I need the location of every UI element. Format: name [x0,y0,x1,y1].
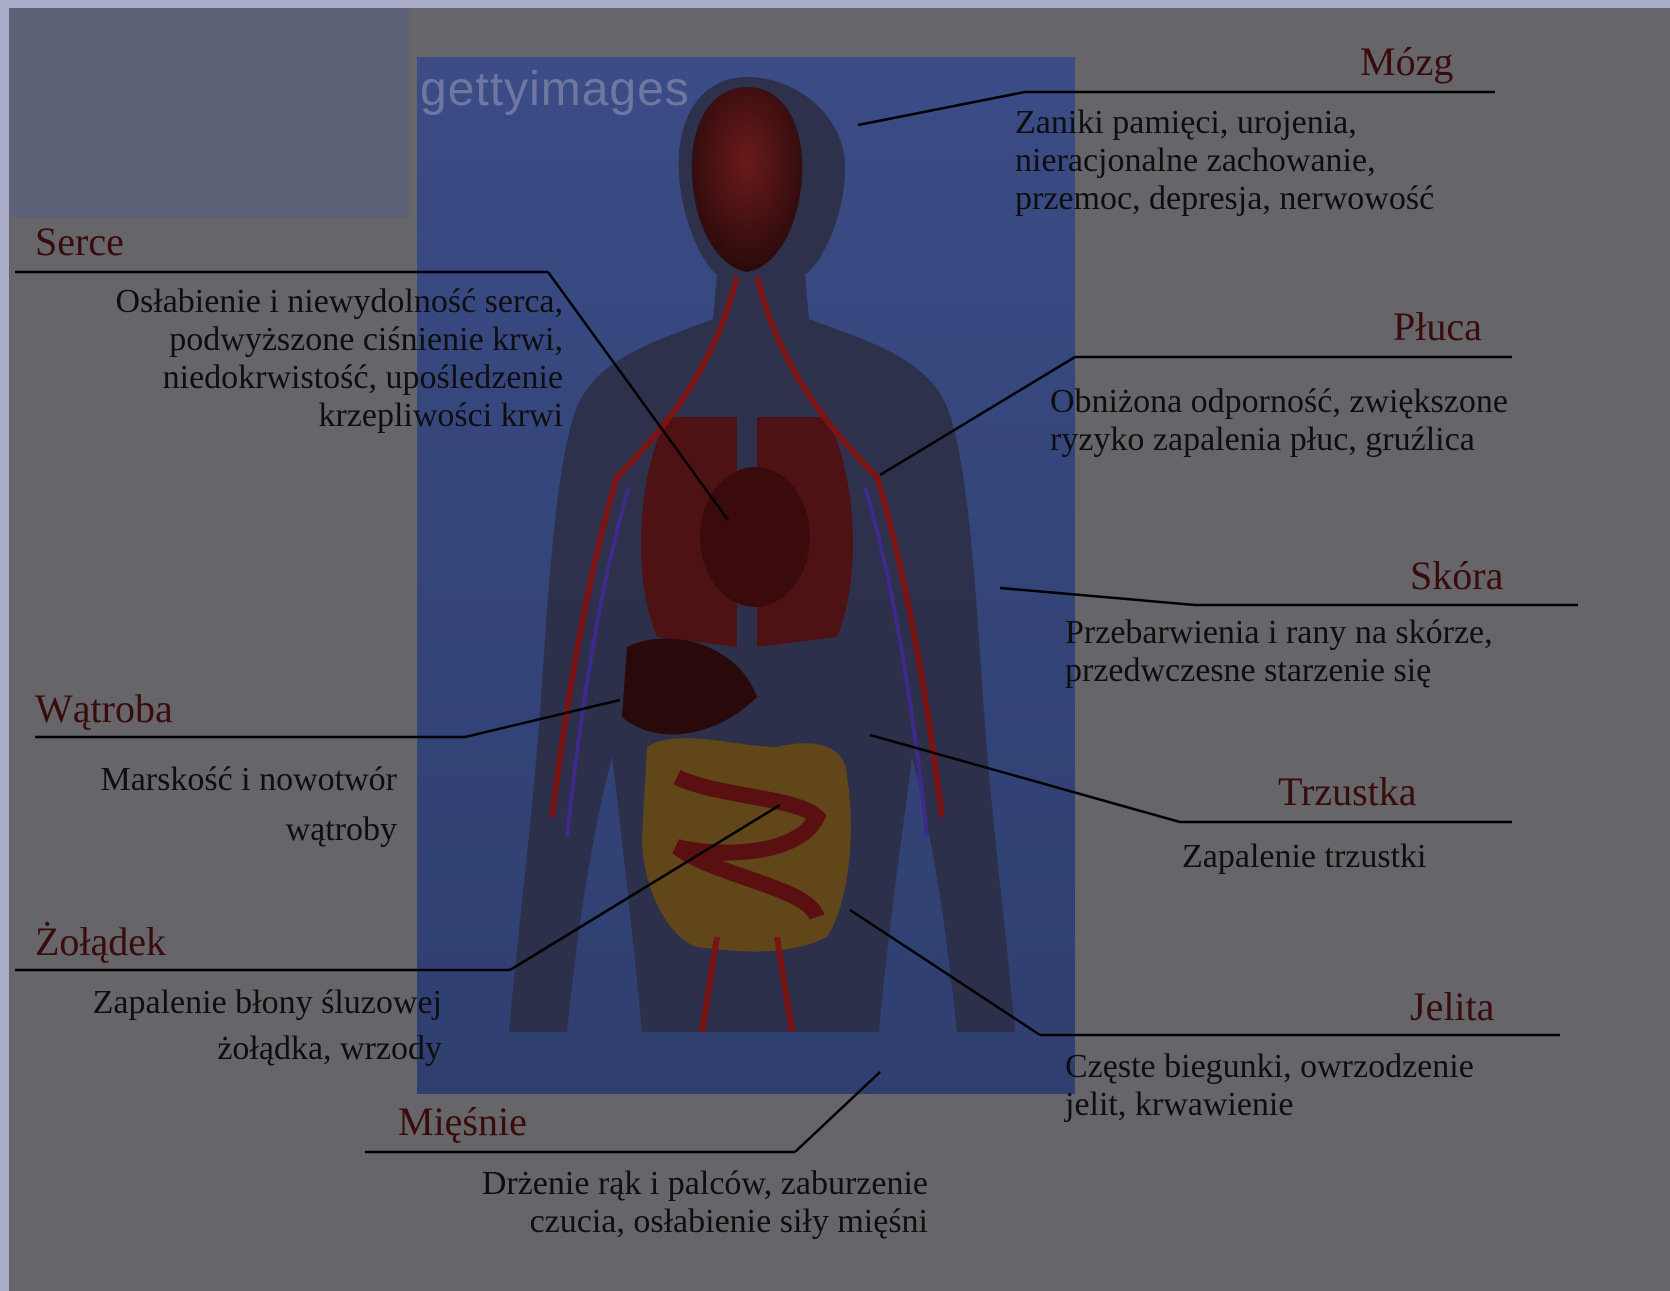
leader-pluca-pointer [880,357,1075,475]
leader-mozg-pointer [858,92,1025,125]
leader-trzustka-pointer [870,735,1180,822]
organ-title-trzustka: Trzustka [1278,770,1417,814]
organ-desc-serce: Osłabienie i niewydolność serca,podwyższ… [115,283,563,435]
organ-title-skora: Skóra [1410,554,1503,598]
leader-serce-pointer [548,272,728,520]
organ-title-zoladek: Żołądek [35,920,166,964]
organ-desc-skora: Przebarwienia i rany na skórze,przedwcze… [1065,614,1493,690]
organ-title-mozg: Mózg [1360,40,1453,84]
organ-title-serce: Serce [35,220,124,264]
organ-desc-mozg: Zaniki pamięci, urojenia,nieracjonalne z… [1015,104,1434,218]
leader-watroba-pointer [465,700,620,737]
leader-zoladek-pointer [510,805,780,970]
leader-jelita-pointer [850,910,1040,1035]
organ-desc-trzustka: Zapalenie trzustki [1182,838,1427,876]
organ-title-miesnie: Mięśnie [398,1100,527,1144]
leader-miesnie-pointer [795,1072,880,1152]
organ-title-watroba: Wątroba [35,687,173,731]
organ-title-pluca: Płuca [1393,305,1482,349]
leader-skora-pointer [1000,588,1195,605]
organ-title-jelita: Jelita [1410,985,1494,1029]
